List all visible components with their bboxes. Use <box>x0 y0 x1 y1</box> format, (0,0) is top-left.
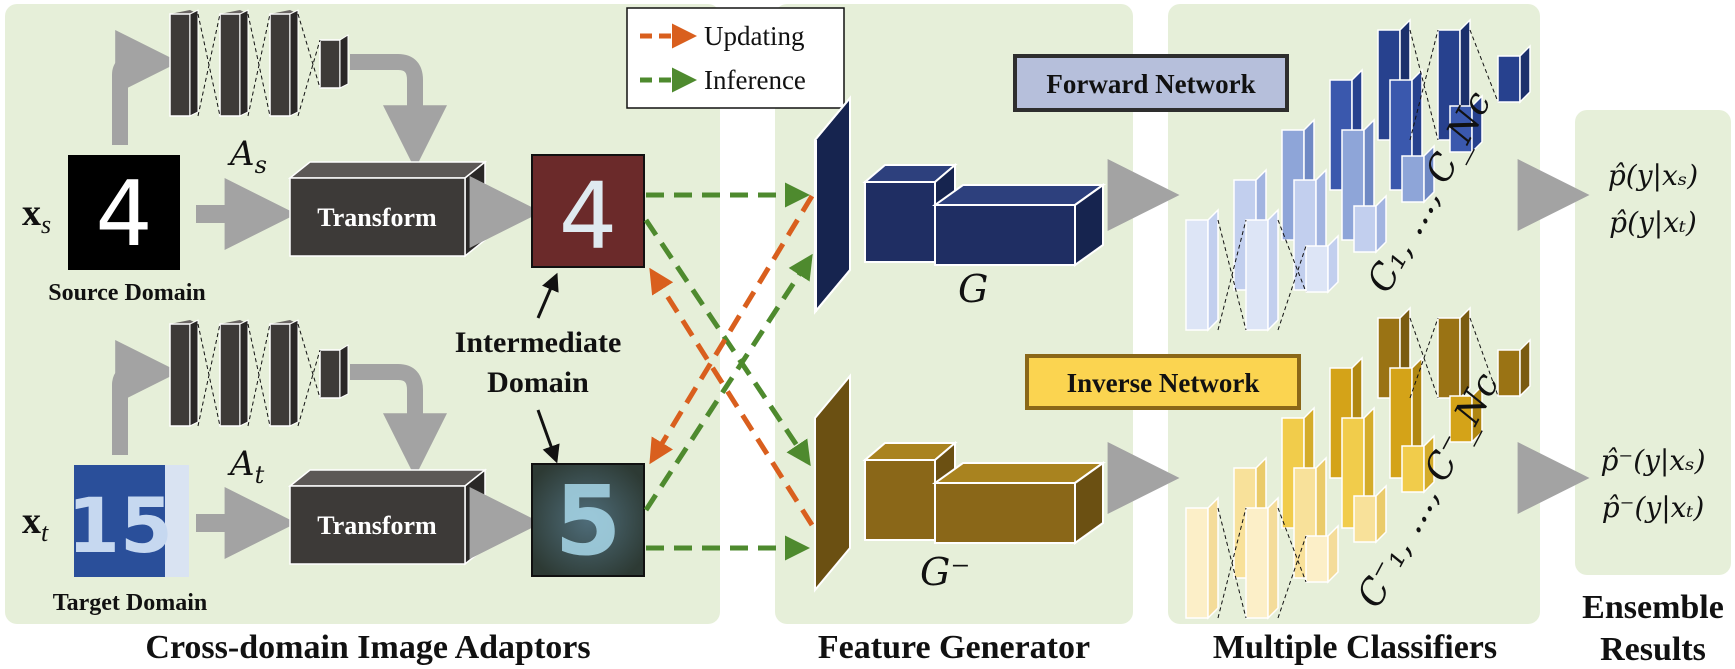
intermediate-pointer-down <box>536 409 560 464</box>
updating-arrows <box>649 194 815 527</box>
intermediate-image-bottom: 5 <box>531 463 645 577</box>
svg-text:Transform: Transform <box>317 511 437 540</box>
updating-arrow-ginv-to-top <box>649 267 815 527</box>
source-image: 4 <box>68 155 180 270</box>
intermediate-image-top: 4 <box>531 154 645 270</box>
inverse-classifier-row-3 <box>1281 406 1435 530</box>
source-loop-arrow <box>112 30 180 145</box>
intermediate-pointer-up <box>536 272 559 319</box>
source-adaptor-layer-1 <box>169 9 199 117</box>
forward-network-tag: Forward Network <box>1013 54 1289 112</box>
target-adaptor-layer-4 <box>319 344 349 399</box>
target-domain-label: Target Domain <box>53 590 207 616</box>
intermediate-domain-label-line1: Intermediate <box>455 326 622 359</box>
target-adaptor-layer-2 <box>219 319 249 427</box>
forward-classifier-front-row <box>1185 208 1339 332</box>
section-title-adaptors: Cross-domain Image Adaptors <box>145 629 590 666</box>
forward-generator-G <box>814 95 1107 315</box>
result-forward-source: p̂(y|xₛ) <box>1608 159 1698 192</box>
svg-text:Transform: Transform <box>317 203 437 232</box>
section-title-generator: Feature Generator <box>818 629 1090 666</box>
source-adaptor-layer-4 <box>319 34 349 89</box>
target-adaptor-out-arrow <box>350 364 447 478</box>
legend-updating-label: Updating <box>704 21 805 51</box>
target-adaptor-label: At <box>227 444 265 489</box>
source-domain-label: Source Domain <box>48 280 206 306</box>
svg-text:Inverse Network: Inverse Network <box>1067 368 1260 398</box>
ensemble-panel <box>1575 110 1731 575</box>
target-adaptor-layer-1 <box>169 319 199 427</box>
svg-text:5: 5 <box>555 465 622 577</box>
inverse-classifier-front-row <box>1185 496 1339 620</box>
source-adaptor-label: As <box>227 134 267 179</box>
inverse-generator-label: G⁻ <box>920 550 970 594</box>
section-title-classifiers: Multiple Classifiers <box>1213 629 1497 666</box>
inverse-network-tag: Inverse Network <box>1025 354 1301 410</box>
source-adaptor-out-arrow <box>350 54 447 170</box>
updating-arrow-g-to-bottom <box>649 194 815 465</box>
result-inverse-target: p̂⁻(y|xₜ) <box>1602 491 1705 524</box>
inference-arrow-bottom-to-g <box>643 253 813 512</box>
svg-text:15: 15 <box>67 481 173 570</box>
legend-inference-label: Inference <box>704 65 806 95</box>
source-adaptor-network <box>169 9 349 117</box>
result-inverse-source: p̂⁻(y|xₛ) <box>1600 444 1705 477</box>
svg-text:Forward Network: Forward Network <box>1046 69 1255 99</box>
target-adaptor-layer-3 <box>269 319 299 427</box>
svg-text:4: 4 <box>95 162 152 267</box>
legend: Updating Inference <box>626 7 845 109</box>
source-input-symbol: xs <box>22 192 51 239</box>
target-image: 15 <box>67 465 189 577</box>
inverse-classifiers <box>1185 306 1531 620</box>
section-title-ensemble-line1: Ensemble <box>1582 589 1724 626</box>
section-title-ensemble-line2: Results <box>1600 631 1706 668</box>
source-adaptor-layer-2 <box>219 9 249 117</box>
result-forward-target: p̂(y|xₜ) <box>1609 206 1697 239</box>
inverse-generator-G-minus <box>814 373 1107 593</box>
target-adaptor-network <box>169 319 349 427</box>
forward-classifiers <box>1185 18 1531 332</box>
target-transform-box: Transform <box>287 468 488 566</box>
forward-generator-label: G <box>958 267 988 311</box>
svg-text:4: 4 <box>559 163 618 270</box>
source-adaptor-layer-3 <box>269 9 299 117</box>
target-loop-arrow <box>112 340 180 455</box>
target-input-symbol: xt <box>22 500 49 547</box>
intermediate-domain-label-line2: Domain <box>487 366 589 399</box>
source-transform-box: Transform <box>287 160 488 258</box>
